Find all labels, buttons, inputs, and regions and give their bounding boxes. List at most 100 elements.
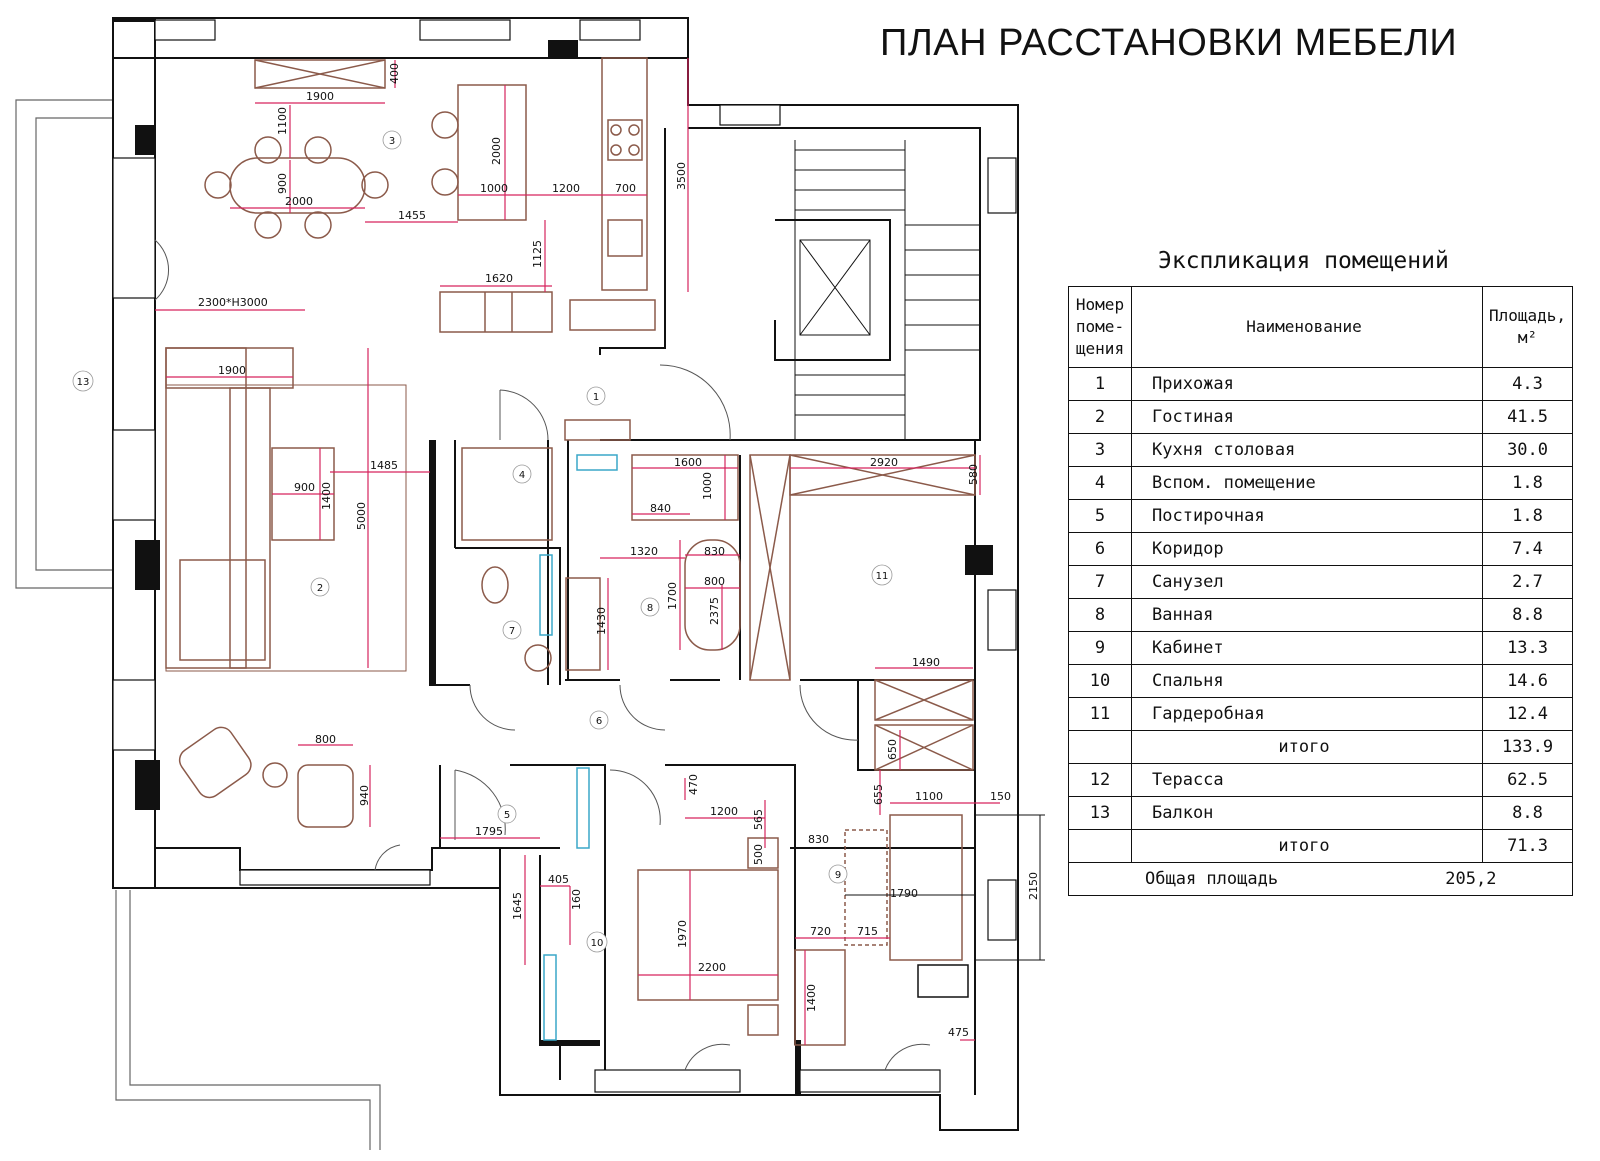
dim-label: 800 <box>704 575 725 588</box>
room-marker-9: 9 <box>828 864 848 884</box>
room-marker-3: 3 <box>382 130 402 150</box>
header-number: Номер поме- щения <box>1068 286 1132 368</box>
svg-text:4: 4 <box>519 470 525 481</box>
dim-label: 1900 <box>306 90 334 103</box>
room-number: 11 <box>1068 697 1132 731</box>
balcony-outline <box>15 99 381 1150</box>
room-area: 12.4 <box>1481 697 1574 731</box>
room-number: 2 <box>1068 400 1132 434</box>
room-number: 1 <box>1068 367 1132 401</box>
dim-label: 1100 <box>276 107 289 135</box>
subtotal-row-2: итого 71.3 <box>1068 829 1574 863</box>
room-name: Прихожая <box>1131 367 1483 401</box>
dim-label: 1200 <box>710 805 738 818</box>
dim-label: 1620 <box>485 272 513 285</box>
dim-label: 840 <box>650 502 671 515</box>
subtotal-area: 71.3 <box>1481 829 1574 863</box>
room-number: 7 <box>1068 565 1132 599</box>
room-name: Кухня столовая <box>1131 433 1483 467</box>
room-name: Спальня <box>1131 664 1483 698</box>
room-marker-1: 1 <box>586 386 606 406</box>
dim-label: 700 <box>615 182 636 195</box>
room-area: 1.8 <box>1481 466 1574 500</box>
dim-label: 1900 <box>218 364 246 377</box>
room-area: 62.5 <box>1481 763 1574 797</box>
header-name: Наименование <box>1131 286 1483 368</box>
room-name: Терасса <box>1131 763 1483 797</box>
svg-text:3: 3 <box>389 136 395 147</box>
room-name: Гардеробная <box>1131 697 1483 731</box>
dim-label: 715 <box>857 925 878 938</box>
svg-text:10: 10 <box>591 938 604 949</box>
room-number: 6 <box>1068 532 1132 566</box>
wall-fills <box>113 18 993 1095</box>
dim-label: 1200 <box>552 182 580 195</box>
room-name: Вспом. помещение <box>1131 466 1483 500</box>
dim-label: 2200 <box>698 961 726 974</box>
svg-text:6: 6 <box>596 716 602 727</box>
dim-label: 1700 <box>666 582 679 610</box>
dim-label: 400 <box>388 63 401 84</box>
explication-table: Номер поме- щения Наименование Площадь, … <box>1067 286 1574 896</box>
room-marker-6: 6 <box>589 710 609 730</box>
svg-text:8: 8 <box>647 603 653 614</box>
svg-text:13: 13 <box>77 377 90 388</box>
dim-label: 1100 <box>915 790 943 803</box>
page-title: ПЛАН РАССТАНОВКИ МЕБЕЛИ <box>880 22 1458 64</box>
room-marker-7: 7 <box>502 620 522 640</box>
dim-label: 2375 <box>708 597 721 625</box>
header-area: Площадь, м² <box>1481 286 1574 368</box>
room-marker-5: 5 <box>497 804 517 824</box>
room-marker-2: 2 <box>310 577 330 597</box>
room-area: 41.5 <box>1481 400 1574 434</box>
walls <box>112 17 1019 1131</box>
room-markers: 1 2 3 4 5 6 7 8 9 10 11 13 <box>72 130 893 953</box>
dim-label: 475 <box>948 1026 969 1039</box>
room-number: 3 <box>1068 433 1132 467</box>
explication-header-row: Номер поме- щения Наименование Площадь, … <box>1068 286 1574 368</box>
dim-label: 1970 <box>676 920 689 948</box>
dim-label: 405 <box>548 873 569 886</box>
dim-label: 900 <box>276 173 289 194</box>
room-number: 13 <box>1068 796 1132 830</box>
dimension-lines-dark <box>790 814 1045 961</box>
room-name: Ванная <box>1131 598 1483 632</box>
dim-label: 2920 <box>870 456 898 469</box>
dimension-lines <box>155 58 1000 1045</box>
dim-label: 1645 <box>511 892 524 920</box>
dim-label: 1400 <box>805 984 818 1012</box>
windows <box>112 19 1017 1093</box>
dim-label: 2000 <box>285 195 313 208</box>
grand-total-row: Общая площадь 205,2 <box>1067 862 1574 896</box>
room-area: 4.3 <box>1481 367 1574 401</box>
dim-label: 5000 <box>355 502 368 530</box>
dim-label: 565 <box>752 809 765 830</box>
svg-text:9: 9 <box>835 870 841 881</box>
dim-label: 150 <box>990 790 1011 803</box>
dim-label: 580 <box>967 464 980 485</box>
svg-text:1: 1 <box>593 392 599 403</box>
room-area: 30.0 <box>1481 433 1574 467</box>
dimension-labels: 400 1900 1100 900 2000 1455 2000 1000 12… <box>198 63 1040 1039</box>
dim-label: 500 <box>752 844 765 865</box>
dim-label: 1485 <box>370 459 398 472</box>
room-marker-13: 13 <box>72 370 94 392</box>
subtotal-row-1: итого 133.9 <box>1068 730 1574 764</box>
room-number: 5 <box>1068 499 1132 533</box>
dim-label: 800 <box>315 733 336 746</box>
dim-label: 3500 <box>675 162 688 190</box>
room-area: 14.6 <box>1481 664 1574 698</box>
room-marker-11: 11 <box>871 564 893 586</box>
